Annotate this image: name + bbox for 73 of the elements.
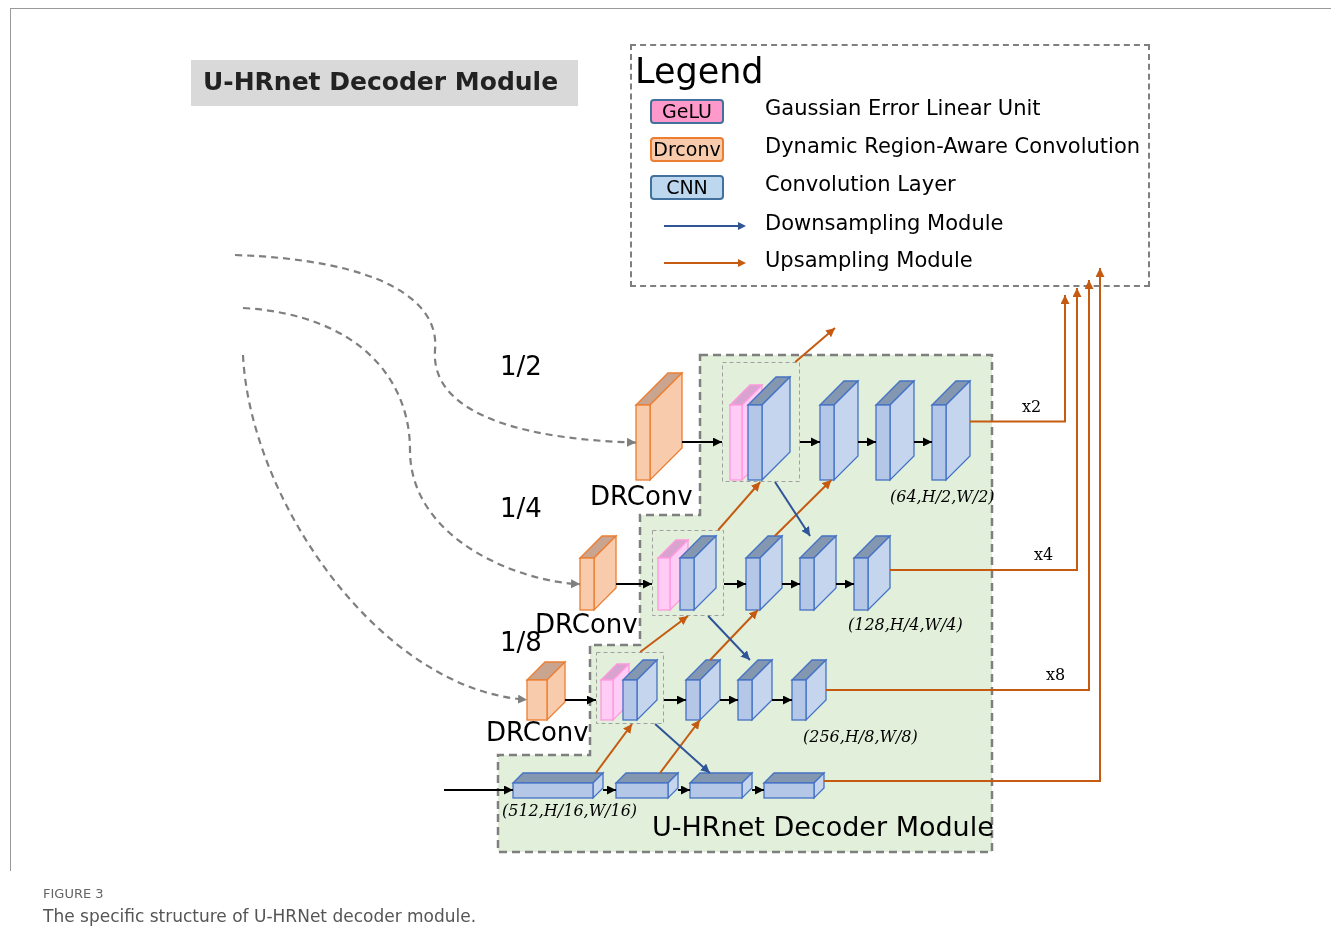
conv-layer-block bbox=[820, 381, 858, 480]
dashed-arrow bbox=[242, 306, 581, 588]
region-title: U-HRnet Decoder Module bbox=[652, 812, 994, 842]
conv-layer-block bbox=[690, 773, 752, 798]
arrow bbox=[654, 723, 711, 774]
arrow bbox=[781, 579, 801, 589]
arrow bbox=[659, 719, 701, 774]
conv-layer-block bbox=[616, 773, 678, 798]
layer-name: DRConv bbox=[486, 718, 589, 747]
arrow bbox=[639, 615, 689, 653]
arrow bbox=[823, 267, 1105, 782]
swatch-label: GeLU bbox=[661, 101, 713, 122]
legend-text: Dynamic Region-Aware Convolution bbox=[765, 135, 1141, 159]
legend-heading: Legend bbox=[635, 52, 764, 91]
gelu-conv-group bbox=[722, 362, 800, 482]
arrow bbox=[857, 437, 877, 447]
arrow bbox=[717, 481, 762, 531]
gelu-conv-group bbox=[652, 530, 724, 616]
layer-name: DRConv bbox=[590, 482, 693, 511]
conv-layer-block bbox=[738, 660, 772, 720]
arrow bbox=[681, 437, 723, 447]
scale-fraction: 1/2 bbox=[500, 352, 542, 381]
shape-label: (512,H/16,W/16) bbox=[502, 802, 638, 820]
arrow bbox=[794, 327, 836, 363]
arrow bbox=[719, 695, 739, 705]
arrow bbox=[615, 579, 653, 589]
drconv-block bbox=[580, 536, 616, 610]
conv-layer-block bbox=[513, 773, 603, 798]
arrow bbox=[709, 609, 759, 661]
shape-label: (128,H/4,W/4) bbox=[848, 616, 963, 634]
conv-layer-block bbox=[686, 660, 720, 720]
arrow bbox=[825, 279, 1094, 691]
legend-text: Gaussian Error Linear Unit bbox=[765, 97, 1041, 121]
swatch-label: Drconv bbox=[652, 139, 722, 160]
arrow bbox=[663, 695, 687, 705]
gelu-conv-group bbox=[596, 652, 664, 724]
dashed-arrow bbox=[234, 253, 637, 447]
arrow bbox=[969, 294, 1070, 423]
swatch-label: CNN bbox=[665, 177, 709, 198]
scale-fraction: 1/4 bbox=[500, 494, 542, 523]
arrow bbox=[799, 437, 821, 447]
conv-layer-block bbox=[764, 773, 824, 798]
legend-text: Convolution Layer bbox=[765, 173, 956, 197]
shape-label: (64,H/2,W/2) bbox=[890, 488, 995, 506]
arrow bbox=[774, 481, 812, 537]
arrow bbox=[751, 785, 765, 795]
legend-text: Upsampling Module bbox=[765, 249, 973, 273]
arrow bbox=[913, 437, 933, 447]
arrow bbox=[707, 615, 751, 661]
figure-caption: The specific structure of U-HRNet decoder module. bbox=[43, 907, 477, 926]
shape-label: (256,H/8,W/8) bbox=[803, 728, 918, 746]
drconv-block bbox=[636, 373, 682, 480]
arrow bbox=[835, 579, 855, 589]
arrow bbox=[889, 287, 1082, 572]
arrow bbox=[771, 695, 793, 705]
arrow bbox=[677, 785, 691, 795]
conv-layer-block bbox=[854, 536, 890, 610]
conv-layer-block bbox=[746, 536, 782, 610]
arrow bbox=[773, 479, 833, 537]
conv-layer-block bbox=[932, 381, 970, 480]
arrow bbox=[723, 579, 747, 589]
legend-text: Downsampling Module bbox=[765, 212, 1004, 236]
conv-layer-block bbox=[792, 660, 826, 720]
arrow bbox=[602, 785, 617, 795]
arrow bbox=[594, 723, 634, 774]
title-banner: U-HRnet Decoder Module bbox=[191, 60, 578, 106]
dashed-arrow bbox=[241, 354, 528, 703]
figure-number: FIGURE 3 bbox=[43, 887, 104, 902]
arrow bbox=[443, 785, 514, 795]
conv-layer-block bbox=[800, 536, 836, 610]
drconv-block bbox=[527, 662, 565, 720]
conv-layer-block bbox=[876, 381, 914, 480]
arrow bbox=[564, 695, 597, 705]
